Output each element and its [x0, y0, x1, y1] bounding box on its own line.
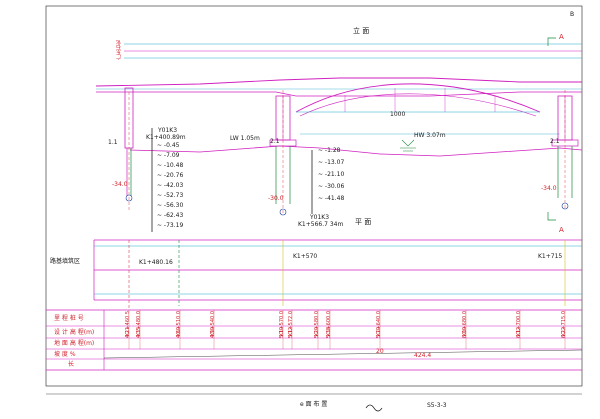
borehole-head: K1+400.89m — [146, 134, 186, 141]
lw-label: LW 1.05m — [230, 135, 260, 142]
section-mark-top — [547, 37, 556, 46]
pile-depth-label: -34.0 — [541, 185, 557, 192]
arch-span-inner — [299, 93, 537, 117]
borehole-layer-label: ~ -13.07 — [318, 159, 345, 166]
footer-title: e 面 布 置 — [300, 401, 328, 408]
pile-depth-label: -30.0 — [268, 195, 284, 202]
borehole-layer-label: ~ -1.28 — [318, 147, 341, 154]
section-mark-label-bottom: A — [559, 226, 564, 234]
borehole-layer-label: ~ -52.73 — [157, 192, 184, 199]
elevation-title: 立 面 — [353, 27, 370, 35]
plan-chainage: K1+570 — [293, 253, 318, 260]
left-vertical-tag: 广东石化 — [116, 40, 122, 60]
plan-title: 平 面 — [355, 218, 372, 226]
arch-span — [295, 83, 541, 113]
table-row-label: 坡 度 % — [54, 351, 76, 358]
corner-mark: B — [570, 11, 575, 18]
table-row-label: 地 面 高 程(m) — [54, 340, 95, 347]
borehole-layer-label: ~ -41.48 — [318, 195, 345, 202]
borehole-layer-label: ~ -7.09 — [157, 152, 180, 159]
borehole-head: K1+566.7 34m — [298, 221, 344, 228]
design-elevation-label: 6.22 — [561, 327, 567, 339]
table-row-label: 里 程 桩 号 — [54, 315, 84, 322]
length-value: 424.4 — [414, 352, 432, 359]
design-elevation-label: 5.20 — [314, 327, 320, 339]
footer-code: S5-3-3 — [427, 402, 447, 409]
design-elevation-label: 6.00 — [462, 327, 468, 339]
plan-row-label: 路基填筑区 — [50, 258, 81, 265]
axis-marker — [279, 208, 287, 216]
design-elevation-label: 4.90 — [210, 327, 216, 339]
borehole-layer-label: ~ -0.45 — [157, 142, 180, 149]
ground-line — [129, 145, 583, 157]
design-elevation-label: 6.12 — [516, 327, 522, 339]
dim-label: 2.1 — [550, 138, 560, 145]
footer-wave-symbol — [365, 404, 383, 412]
design-elevation-label: 5.12 — [288, 327, 294, 339]
design-elevation-label: 4.35 — [136, 327, 142, 339]
borehole-layer-label: ~ -42.03 — [157, 182, 184, 189]
borehole-layer-label: ~ -56.30 — [157, 202, 184, 209]
design-elevation-label: 5.70 — [376, 327, 382, 339]
section-mark-label-top: A — [559, 33, 564, 41]
plan-chainage: K1+715 — [538, 253, 563, 260]
pile-depth-label: -34.0 — [112, 181, 128, 188]
design-elevation-label: 5.10 — [279, 327, 285, 339]
plan-chainage: K1+480.16 — [139, 259, 173, 266]
bridge-deck-top — [95, 77, 582, 87]
borehole-layer-label: ~ -62.43 — [157, 212, 184, 219]
dim-label: 1000 — [390, 111, 406, 118]
dim-label: 1.1 — [108, 139, 118, 146]
table-row-label: 长 — [68, 361, 75, 368]
axis-marker — [561, 202, 569, 210]
borehole-head: Y01K3 — [158, 127, 178, 134]
borehole-layer-label: ~ -21.10 — [318, 171, 345, 178]
hw-label: HW 3.07m — [414, 132, 446, 139]
borehole-head: Y01K3 — [310, 214, 330, 221]
water-symbol — [401, 139, 415, 147]
borehole-layer-label: ~ -10.48 — [157, 162, 184, 169]
dim-label: 2.1 — [270, 138, 280, 145]
grade-value: 20 — [376, 348, 384, 355]
borehole-layer-label: ~ -30.06 — [318, 183, 345, 190]
grade-line — [103, 349, 583, 359]
design-elevation-label: 4.60 — [176, 327, 182, 339]
bridge-deck-bottom — [96, 91, 582, 97]
axis-marker — [125, 194, 133, 202]
design-elevation-label: 4.21 — [125, 327, 131, 339]
section-mark-bottom — [547, 212, 556, 221]
borehole-layer-label: ~ -20.76 — [157, 172, 184, 179]
design-elevation-label: 5.38 — [326, 327, 332, 339]
sheet-border — [45, 5, 583, 387]
borehole-layer-label: ~ -73.19 — [157, 222, 184, 229]
table-row-label: 设 计 高 程(m) — [54, 329, 95, 336]
station-ticks — [128, 310, 566, 349]
